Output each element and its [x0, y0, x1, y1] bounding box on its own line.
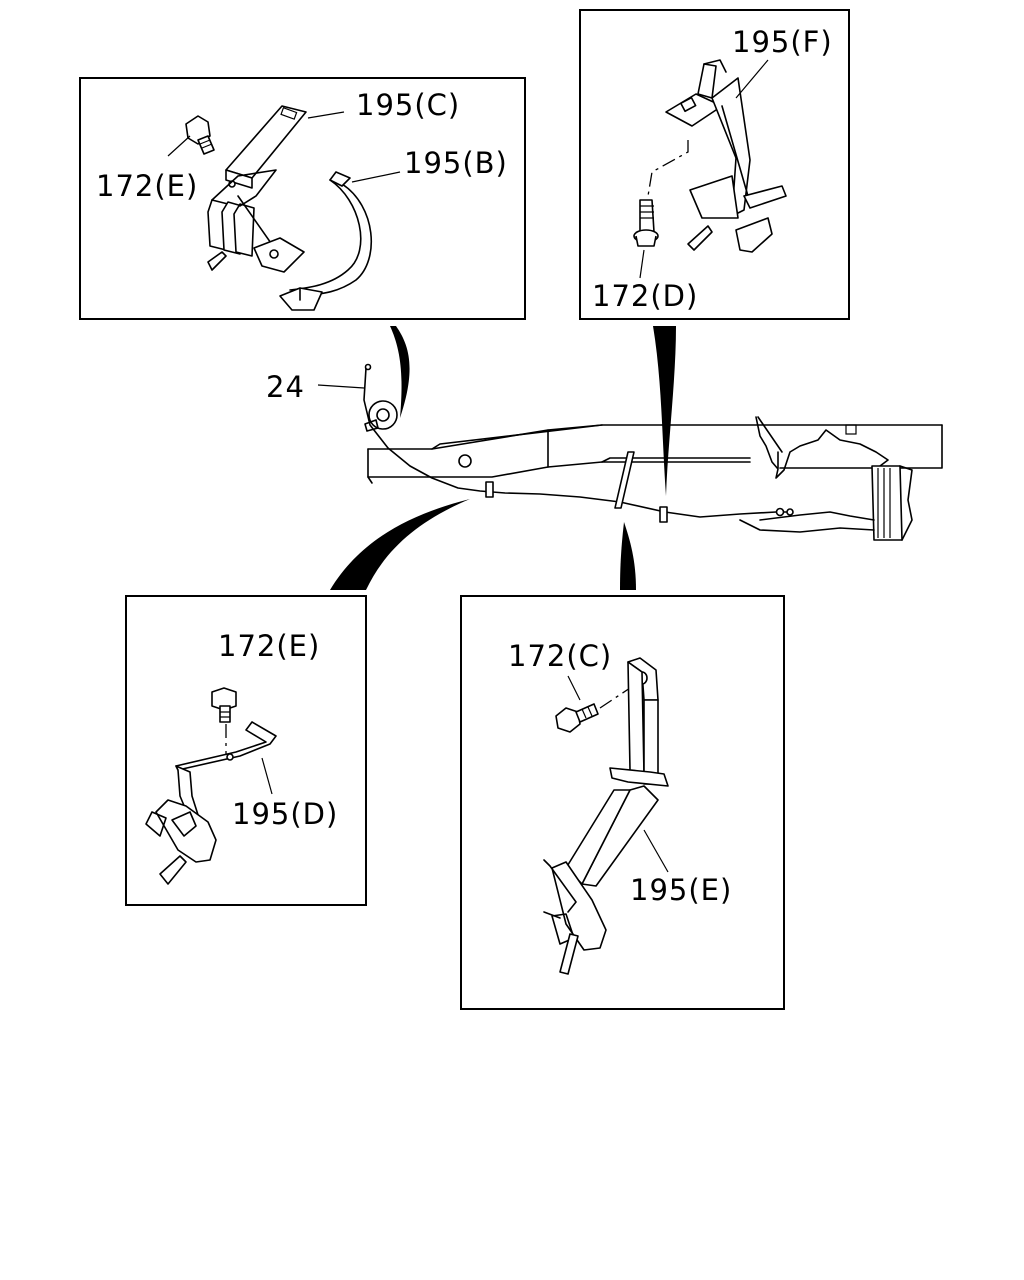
pointer-bottom-left [330, 499, 470, 590]
label-172d: 172(D) [592, 279, 698, 313]
label-172c: 172(C) [508, 639, 612, 673]
bolt-icon [211, 687, 237, 723]
brake-cable [363, 363, 794, 523]
label-195f: 195(F) [732, 25, 833, 59]
cable-label-24: 24 [266, 370, 305, 404]
callout-pointers [330, 326, 676, 590]
callout-box-top-right: 195(F) 172(D) [579, 9, 850, 320]
main-assembly: 24 [266, 363, 943, 541]
callout-box-bottom-right: 172(C) 195(E) [460, 595, 785, 1010]
bolt-icon [555, 703, 599, 733]
cable-leader-line [317, 384, 365, 389]
callout-box-top-left: 195(C) 195(B) 172(E) [79, 77, 526, 320]
bolt-icon [633, 199, 659, 247]
label-172e-top: 172(E) [96, 169, 198, 203]
label-195c: 195(C) [356, 88, 460, 122]
label-172e-bottom: 172(E) [218, 629, 320, 663]
frame-rail [367, 416, 943, 484]
pointer-top-right [653, 326, 676, 496]
label-195b: 195(B) [404, 146, 508, 180]
cross-member [739, 465, 913, 541]
label-195d: 195(D) [232, 797, 338, 831]
pointer-top-left [390, 326, 410, 418]
callout-box-bottom-left: 172(E) 195(D) [125, 595, 367, 906]
pointer-bottom-right [620, 522, 636, 590]
label-195e: 195(E) [630, 873, 732, 907]
